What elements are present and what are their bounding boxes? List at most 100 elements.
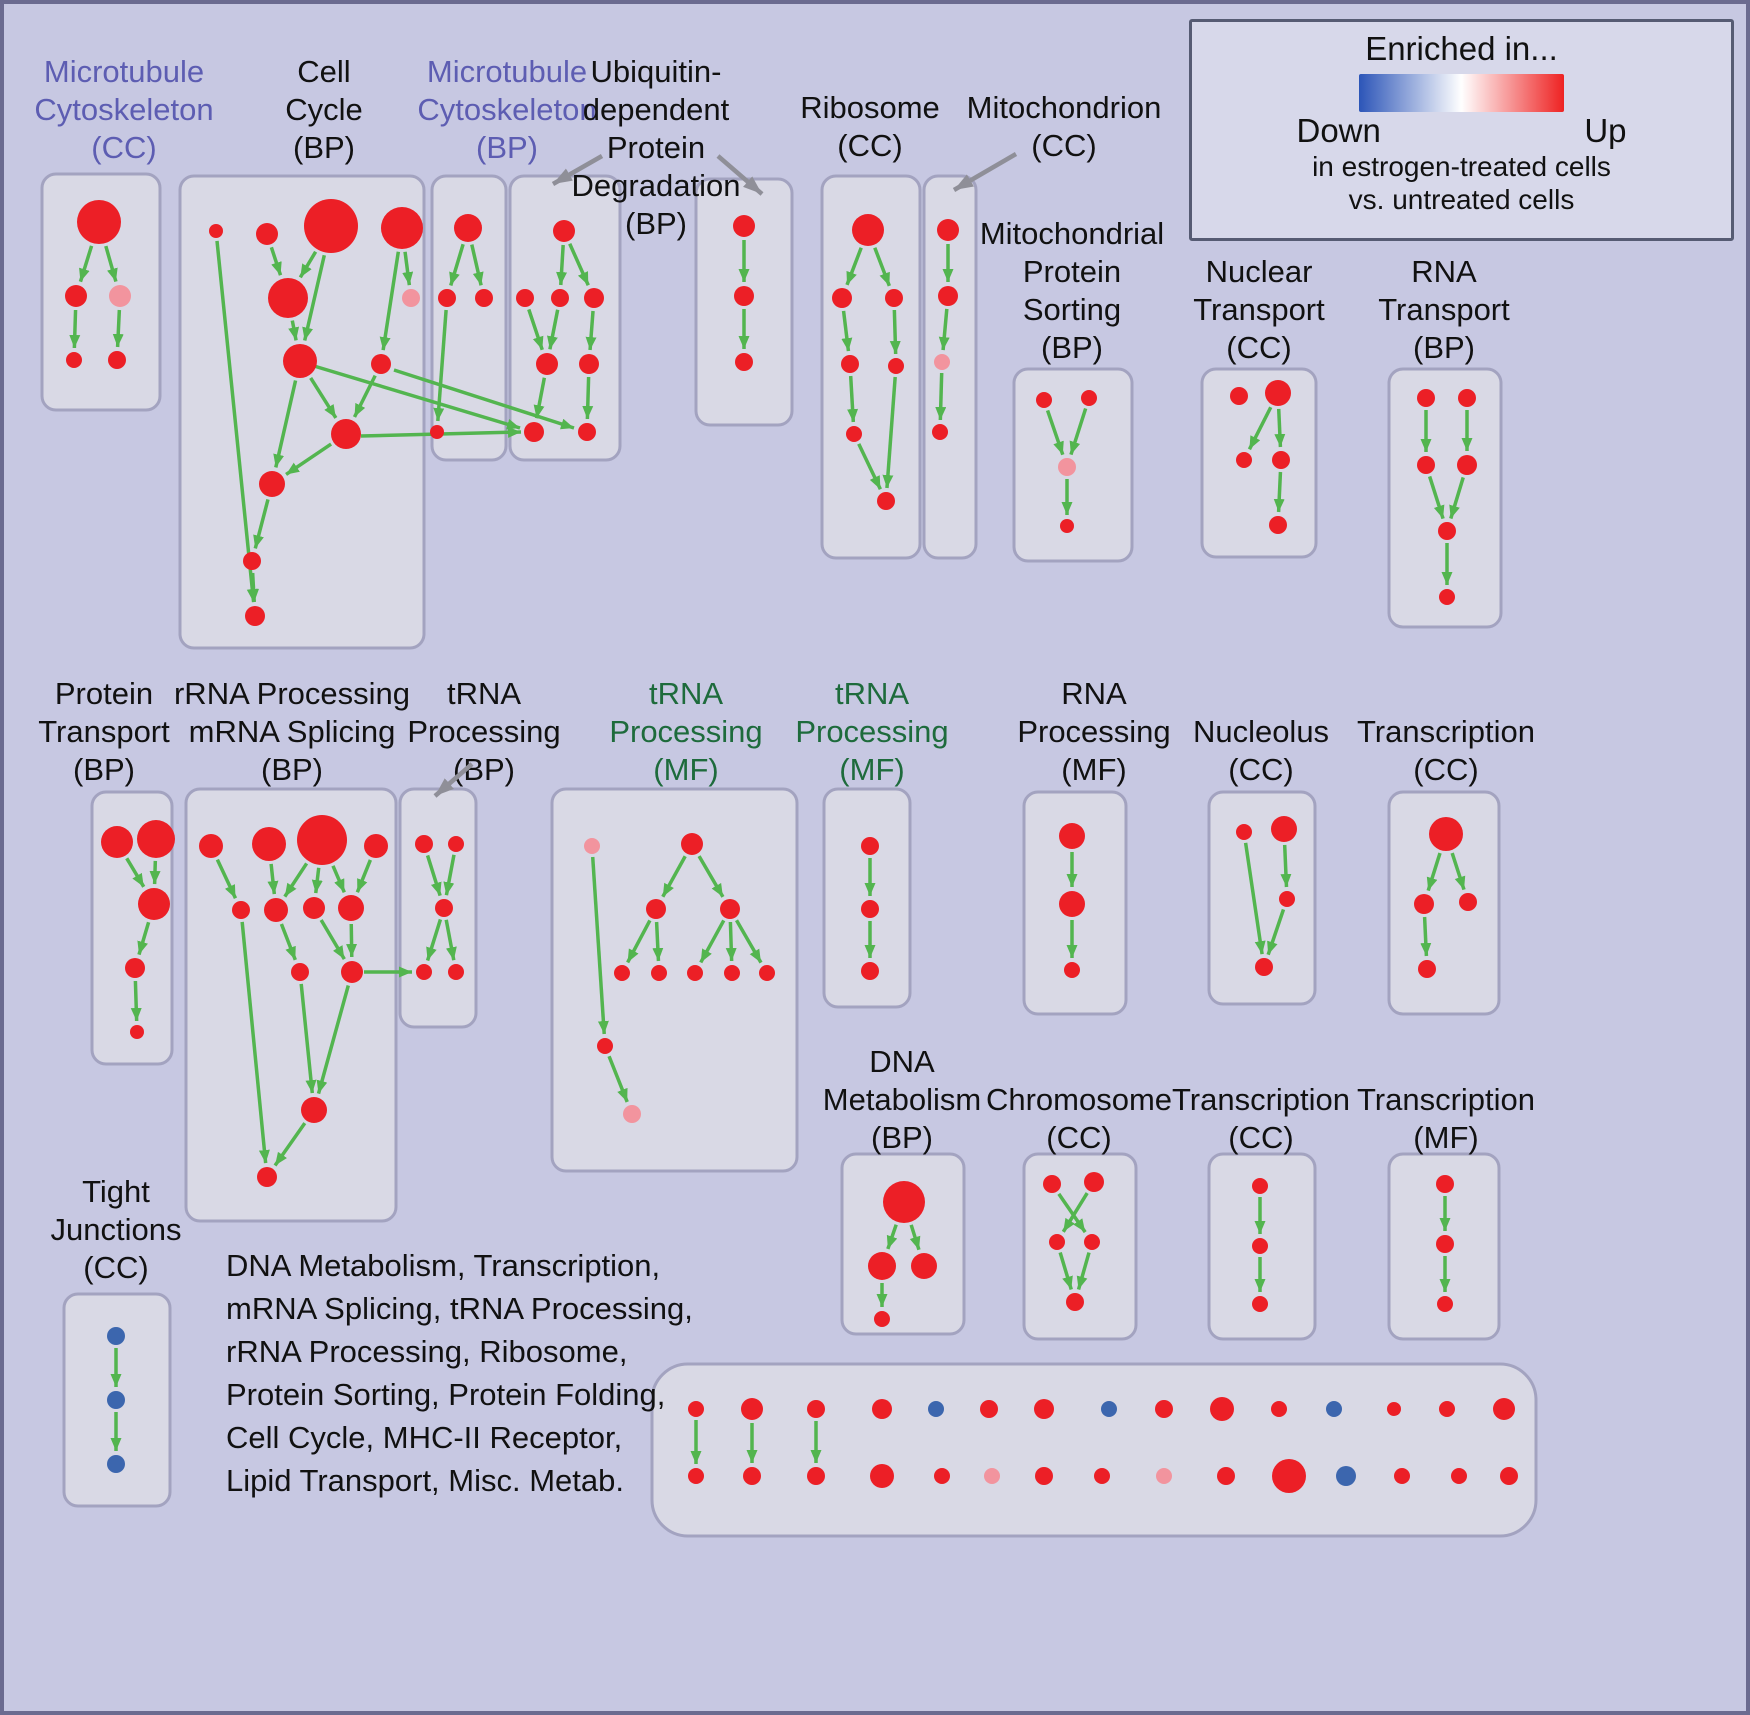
- dna-metabolism-bp-node-1: [868, 1252, 896, 1280]
- misc-terms-node-5: [980, 1400, 998, 1418]
- edge-trna-processing-mf-1: [607, 1055, 629, 1103]
- rna-transport-bp-node-0: [1417, 389, 1435, 407]
- misc-terms-node-6: [1034, 1399, 1054, 1419]
- edge-cell-cycle-bp: [288, 320, 300, 341]
- edge-rrna-processing-mrna-splicing-bp: [355, 859, 373, 893]
- edge-rrna-processing-mrna-splicing-bp: [279, 923, 297, 961]
- edge-protein-transport-bp: [125, 857, 146, 888]
- edge-ubiquitin-degradation-bp-a: [556, 244, 568, 286]
- transcription-cc-2-node-1: [1252, 1238, 1268, 1254]
- tight-junctions-cc-node-0: [107, 1327, 125, 1345]
- edge-rrna-processing-mrna-splicing-bp: [331, 865, 346, 894]
- edge-ribosome-cc: [889, 309, 901, 355]
- edge-ubiquitin-degradation-bp-a: [533, 377, 547, 419]
- trna-processing-bp-node-3: [416, 964, 432, 980]
- edge-ubiquitin-degradation-bp-a: [568, 243, 590, 286]
- cell-cycle-bp-node-6: [283, 344, 317, 378]
- edge-ribosome-cc: [847, 375, 859, 423]
- group-box-nucleolus-cc: [1207, 790, 1317, 1006]
- ribosome-cc-node-1: [832, 288, 852, 308]
- ubiquitin-degradation-bp-a-node-2: [551, 289, 569, 307]
- misc-terms-node-23: [1156, 1468, 1172, 1484]
- transcription-mf-node-2: [1437, 1296, 1453, 1312]
- misc-terms-node-0: [688, 1401, 704, 1417]
- group-label-nucleolus-cc: Nucleolus(CC): [1193, 714, 1329, 787]
- edge-cell-cycle-bp: [298, 250, 318, 279]
- ubiquitin-degradation-bp-a-node-5: [579, 354, 599, 374]
- edge-ubiquitin-degradation-bp-a: [585, 310, 597, 351]
- edge-cell-cycle-bp: [379, 251, 401, 351]
- edge-rna-transport-bp: [1449, 476, 1465, 520]
- ubiquitin-degradation-bp-b-node-1: [734, 286, 754, 306]
- transcription-cc-2-node-0: [1252, 1178, 1268, 1194]
- misc-terms-node-24: [1217, 1467, 1235, 1485]
- nucleolus-cc-node-1: [1271, 816, 1297, 842]
- misc-terms-node-18: [870, 1464, 894, 1488]
- misc-terms-node-11: [1326, 1401, 1342, 1417]
- dna-metabolism-bp-node-0: [883, 1181, 925, 1223]
- legend-down-label: Down: [1296, 112, 1381, 149]
- mitochondrion-cc-node-3: [932, 424, 948, 440]
- group-label-mitochondrion-cc: Mitochondrion(CC): [967, 90, 1162, 163]
- trna-processing-mf-1-node-5: [651, 965, 667, 981]
- trna-processing-bp-node-4: [448, 964, 464, 980]
- misc-terms-node-10: [1271, 1401, 1287, 1417]
- edge-trna-processing-mf-1: [734, 919, 763, 964]
- misc-terms-node-9: [1210, 1397, 1234, 1421]
- edge-microtubule-cytoskeleton-cc: [78, 245, 94, 283]
- trna-processing-mf-1-node-9: [597, 1038, 613, 1054]
- ribosome-cc-node-2: [885, 289, 903, 307]
- cell-cycle-bp-node-0: [209, 224, 223, 238]
- edge-nuclear-transport-cc: [1247, 406, 1273, 451]
- protein-transport-bp-node-2: [138, 888, 170, 920]
- protein-transport-bp-node-3: [125, 958, 145, 978]
- edge-microtubule-cytoskeleton-bp: [470, 244, 484, 286]
- group-box-nuclear-transport-cc: [1200, 367, 1318, 559]
- edge-ribosome-cc: [845, 247, 863, 286]
- misc-terms-node-1: [741, 1398, 763, 1420]
- edge-mitochondrial-protein-sorting-bp: [1069, 407, 1088, 456]
- legend-subtitle-2: vs. untreated cells: [1348, 184, 1575, 215]
- nuclear-transport-cc-node-0: [1230, 387, 1248, 405]
- misc-terms-node-26: [1336, 1466, 1356, 1486]
- rna-processing-mf-node-1: [1059, 891, 1085, 917]
- rrna-processing-mrna-splicing-bp-node-11: [257, 1167, 277, 1187]
- ubiquitin-degradation-bp-a-node-7: [578, 423, 596, 441]
- cell-cycle-bp-node-4: [268, 278, 308, 318]
- microtubule-cytoskeleton-bp-node-2: [475, 289, 493, 307]
- group-box-dna-metabolism-bp: [840, 1152, 966, 1336]
- trna-processing-mf-1-node-6: [687, 965, 703, 981]
- layer-edges: [69, 240, 1473, 1464]
- trna-processing-mf-2-node-0: [861, 837, 879, 855]
- edge-ribosome-cc: [857, 443, 882, 491]
- nucleolus-cc-node-2: [1279, 891, 1295, 907]
- edge-trna-processing-mf-1: [652, 921, 664, 962]
- edge-cell-cycle-bp: [285, 442, 333, 476]
- misc-terms-node-17: [807, 1467, 825, 1485]
- group-box-transcription-cc-1: [1387, 790, 1501, 1016]
- edge-rrna-processing-mrna-splicing-bp: [267, 863, 279, 895]
- edge-rrna-processing-mrna-splicing-bp: [273, 1122, 307, 1167]
- tight-junctions-cc-node-1: [107, 1391, 125, 1409]
- rna-processing-mf-node-0: [1059, 823, 1085, 849]
- nucleolus-cc-node-0: [1236, 824, 1252, 840]
- group-label-transcription-cc-2: Transcription(CC): [1172, 1082, 1350, 1155]
- cross-edge: [313, 364, 521, 430]
- ubiquitin-degradation-bp-b-node-2: [735, 353, 753, 371]
- edge-nucleolus-cc: [1266, 908, 1286, 956]
- edge-protein-transport-bp: [149, 860, 161, 885]
- trna-processing-mf-1-node-2: [646, 899, 666, 919]
- edge-trna-processing-mf-1: [590, 856, 609, 1035]
- nuclear-transport-cc-node-1: [1265, 380, 1291, 406]
- microtubule-cytoskeleton-bp-node-1: [438, 289, 456, 307]
- microtubule-cytoskeleton-cc-node-0: [77, 200, 121, 244]
